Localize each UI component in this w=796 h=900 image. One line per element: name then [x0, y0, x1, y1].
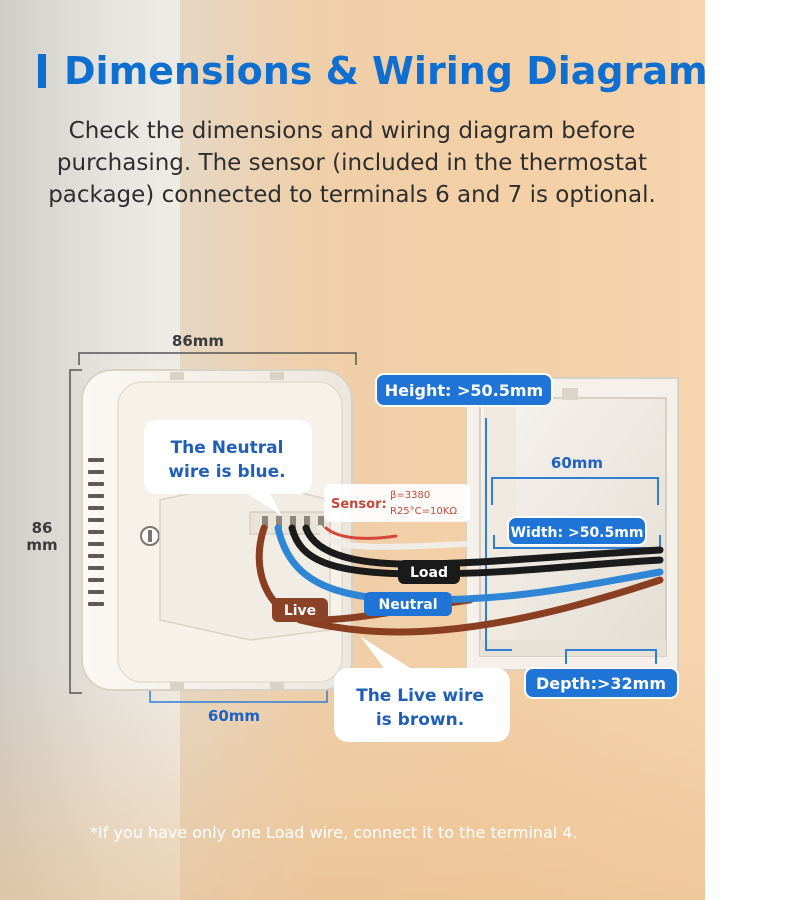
- live-pill: [272, 598, 328, 622]
- live-wire-run: [296, 576, 664, 636]
- footnote: *If you have only one Load wire, connect…: [90, 823, 578, 842]
- neutral-pill: [364, 592, 452, 616]
- thermostat-height-label-number: 86: [32, 519, 53, 537]
- load-pill: [398, 560, 460, 584]
- page-title: Dimensions & Wiring Diagram: [38, 49, 708, 93]
- sensor-label-text: Sensor:: [331, 497, 387, 512]
- thermostat-dimensions: 86mm 86 mm 60mm: [26, 332, 357, 725]
- thermostat-depth-label: 60mm: [208, 707, 260, 725]
- width-pill-label: Width: >50.5mm: [511, 525, 644, 541]
- depth-dimension-line: [149, 690, 328, 703]
- backbox-width-bracket: [493, 535, 661, 549]
- width-dimension-line: [78, 352, 357, 365]
- thermostat-width-label: 86mm: [172, 332, 224, 350]
- backbox-tab-top: [562, 388, 578, 400]
- title-bar-accent: [38, 54, 46, 88]
- backbox-inner-bracket: [491, 477, 659, 505]
- vent-slots: [88, 458, 104, 606]
- subtitle-line-2: purchasing. The sensor (included in the …: [56, 150, 648, 176]
- height-pill-label: Height: >50.5mm: [385, 381, 543, 400]
- neutral-callout-bubble: [144, 420, 312, 516]
- wire-labels: Load Neutral Live: [272, 560, 460, 622]
- width-pill: [507, 516, 647, 546]
- live-callout-bubble: [334, 636, 510, 742]
- height-dimension-line: [69, 369, 82, 694]
- backbox-inner-dimension: 60mm: [551, 454, 603, 472]
- sensor-label-bg: [324, 484, 470, 522]
- terminal-screws: [262, 516, 324, 528]
- backbox-dimension-labels: Height: >50.5mm Width: >50.5mm Depth:>32…: [375, 373, 679, 699]
- subtitle-line-1: Check the dimensions and wiring diagram …: [68, 118, 636, 144]
- thermostat-height-label-unit: mm: [26, 536, 57, 554]
- page-title-text: Dimensions & Wiring Diagram: [64, 49, 708, 93]
- backbox-bottom-lip: [480, 640, 666, 656]
- backbox-height-bracket: [485, 418, 512, 651]
- page-subtitle: Check the dimensions and wiring diagram …: [14, 115, 690, 211]
- neutral-callout: The Neutral wire is blue.: [144, 420, 312, 516]
- neutral-callout-line-2: wire is blue.: [168, 462, 285, 482]
- neutral-callout-line-1: The Neutral: [171, 438, 284, 458]
- live-callout-line-2: is brown.: [376, 710, 464, 730]
- live-callout: The Live wire is brown.: [334, 636, 510, 742]
- depth-pill-label: Depth:>32mm: [536, 674, 666, 693]
- neutral-pill-label: Neutral: [378, 597, 437, 613]
- subtitle-line-3: package) connected to terminals 6 and 7 …: [48, 182, 656, 208]
- height-pill: [375, 373, 553, 407]
- backbox-depth-bracket: [565, 649, 657, 664]
- sensor-label: Sensor: β=3380 R25°C=10KΩ: [324, 484, 470, 522]
- depth-pill: [524, 667, 679, 699]
- wiring-diagram: 60mm 86mm 86 mm 60mm: [26, 332, 679, 742]
- sensor-spec-resistance: R25°C=10KΩ: [390, 506, 457, 517]
- sensor-wire-red: [324, 526, 398, 540]
- load-pill-label: Load: [410, 565, 448, 581]
- thermostat-device: [81, 369, 353, 691]
- sensor-wire-white: [317, 525, 469, 550]
- sensor-spec-beta: β=3380: [390, 490, 430, 501]
- live-callout-line-1: The Live wire: [356, 686, 484, 706]
- live-pill-label: Live: [284, 603, 316, 619]
